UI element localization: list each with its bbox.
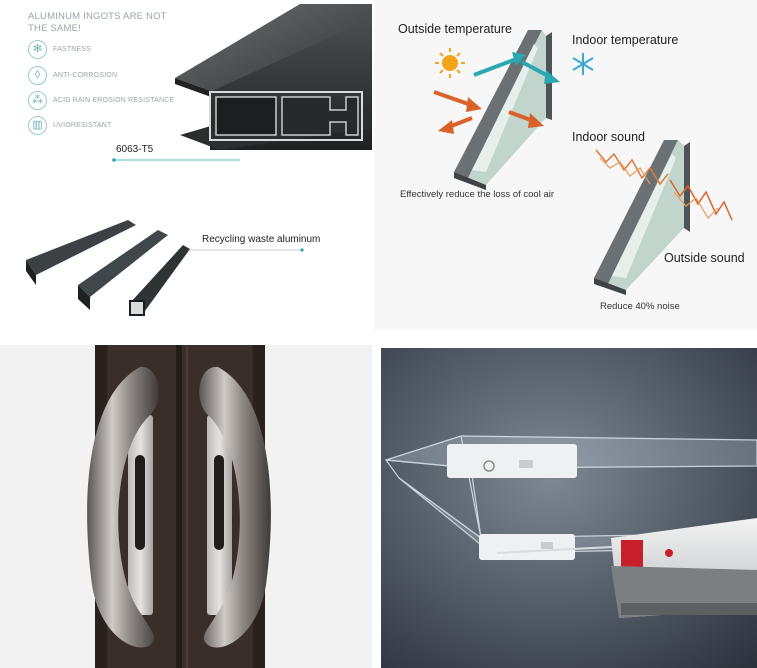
sealant-profile-image [381,348,757,668]
outside-sound-label: Outside sound [664,251,745,265]
sound-window-diagram [594,140,733,295]
profile-leader-line [112,158,240,162]
feature-label: ACID RAIN EROSION RESISTANCE [53,97,175,104]
feature-anti-corrosion: ◊ ANTI-CORROSION [28,66,117,85]
recycle-leader-line [188,248,304,252]
indoor-sound-label: Indoor sound [572,130,645,144]
insulation-diagram-panel: Outside temperature Indoor temperature [374,0,757,330]
feature-fastness: ✻ FASTNESS [28,40,91,59]
outside-temperature-label: Outside temperature [398,22,512,36]
cool-air-caption: Effectively reduce the loss of cool air [400,189,555,200]
aluminum-profile-panel: ALUMINUM INGOTS ARE NOT THE SAME! ✻ FAST… [0,0,372,330]
feature-acid-rain: ⁂ ACID RAIN EROSION RESISTANCE [28,91,174,110]
door-handle-image [87,345,271,668]
thermal-window-diagram [433,30,594,190]
raindrops-icon: ⁂ [28,91,47,110]
feature-uv-resistant: ▥ UVIORESISTANT [28,116,111,135]
aluminum-profile-image [175,4,372,150]
ingot-header: ALUMINUM INGOTS ARE NOT THE SAME! [28,11,167,34]
sun-icon [435,48,465,78]
window-icon: ▥ [28,116,47,135]
feature-label: ANTI-CORROSION [53,72,118,79]
door-handle-panel [0,345,372,668]
indoor-temperature-label: Indoor temperature [572,33,679,47]
snowflake-icon: ✻ [28,40,47,59]
waste-aluminum-image [26,220,190,316]
feature-label: UVIORESISTANT [53,122,112,129]
droplet-icon: ◊ [28,66,47,85]
snowflake-icon [572,53,594,75]
recycle-label: Recycling waste aluminum [202,234,321,245]
noise-caption: Reduce 40% noise [600,301,680,312]
profile-label: 6063-T5 [116,144,154,155]
sealant-application-panel [381,348,757,668]
feature-label: FASTNESS [53,46,92,53]
